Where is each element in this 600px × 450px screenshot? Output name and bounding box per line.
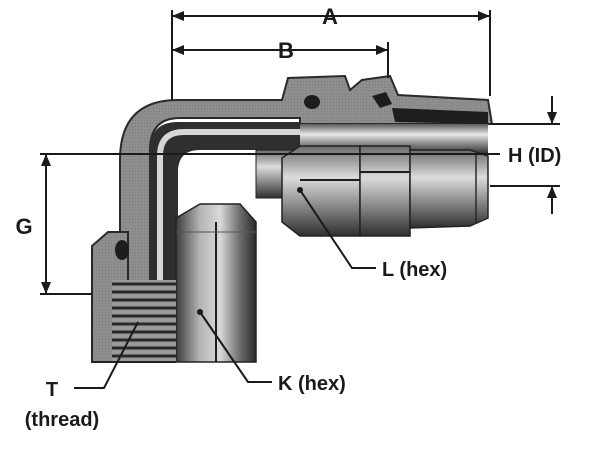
callout-thread-label: (thread) xyxy=(25,409,99,431)
callout-k-label: K (hex) xyxy=(278,373,346,395)
dimension-b-label: B xyxy=(278,38,294,63)
callout-t-label: T xyxy=(46,379,58,401)
dimension-lines xyxy=(40,10,560,295)
k-hex-body xyxy=(175,203,257,363)
l-hex-nut xyxy=(255,124,489,237)
dimension-a-label: A xyxy=(322,4,338,29)
dimension-arrows xyxy=(41,11,557,294)
callout-dots xyxy=(197,187,303,315)
callout-leaders xyxy=(74,189,376,389)
dimension-g-label: G xyxy=(15,214,32,239)
callout-l-label: L (hex) xyxy=(382,259,447,281)
thread-section xyxy=(92,280,176,363)
dimension-h-label: H (ID) xyxy=(508,145,561,167)
